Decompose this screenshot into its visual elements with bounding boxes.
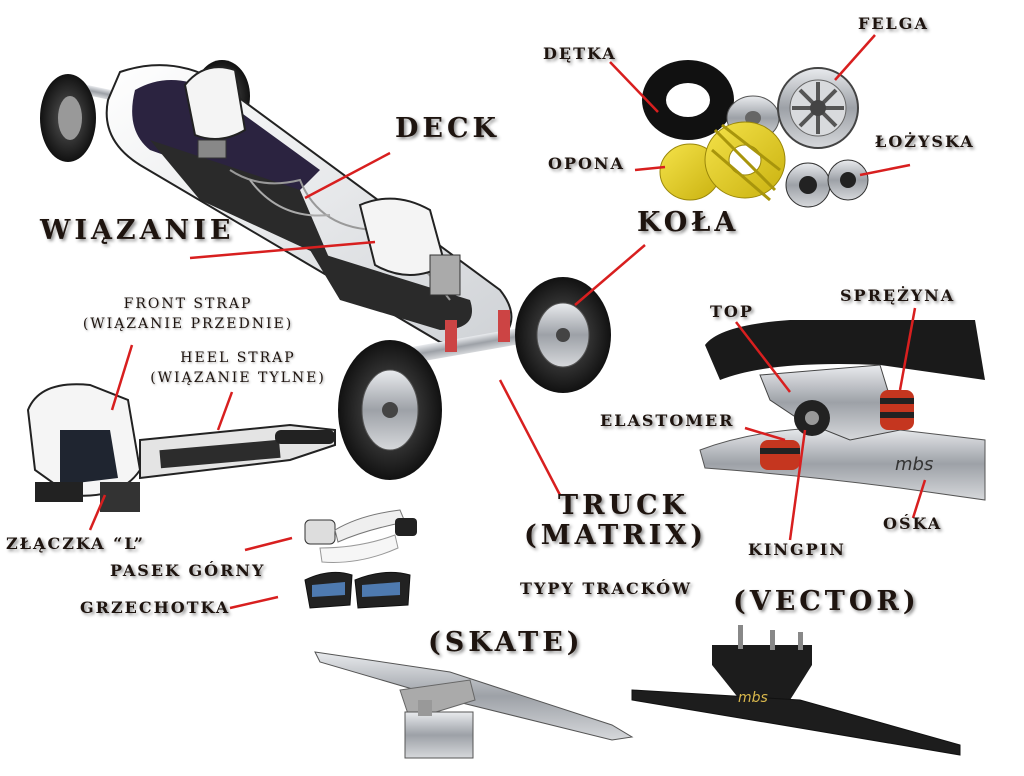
label-heel-strap: HEEL STRAP [180,350,296,366]
label-skate: (SKATE) [428,627,584,658]
label-detka: DĘTKA [543,44,617,63]
label-deck: DECK [395,113,500,144]
inner-tube-icon [642,60,734,140]
label-front-strap-pl: (WIĄZANIE PRZEDNIE) [82,316,294,332]
strap-icon [139,423,336,480]
label-sprezyna: SPRĘŻYNA [840,286,956,305]
label-lozyska: ŁOŻYSKA [875,132,975,151]
label-kola: KOŁA [637,207,740,238]
bearing-icon [785,159,869,208]
binding-icon [26,383,142,512]
label-typy-truckow: TYPY TRACKÓW [520,579,693,598]
leader-lines [88,34,927,610]
label-pasek-gorny: PASEK GÓRNY [110,561,266,580]
ratchet-icon [304,571,411,609]
label-felga: FELGA [858,14,929,33]
yellow-tire-icon [659,121,786,202]
label-opona: OPONA [548,154,625,173]
label-zlaczka: ZŁĄCZKA “L” [6,534,145,553]
board-binding-rear [183,66,247,159]
truck-detail-illustration: mbs [699,320,986,501]
truck-icon [314,651,634,759]
label-vector: (VECTOR) [733,586,920,617]
svg-text:mbs: mbs [895,454,933,475]
label-oska: OŚKA [883,514,943,533]
label-heel-strap-pl: (WIĄZANIE TYLNE) [150,370,326,386]
mountainboard-illustration [40,60,611,480]
label-grzechotka: GRZECHOTKA [80,598,231,617]
front-wheels [338,277,611,480]
vector-truck-icon: mbs [631,625,961,756]
label-elastomer: ELASTOMER [600,411,735,430]
top-strap-icon [304,509,417,563]
board-binding-front [358,197,461,296]
label-front-strap: FRONT STRAP [123,296,253,312]
label-wiazanie: WIĄZANIE [40,215,235,246]
label-kingpin: KINGPIN [748,540,846,559]
label-truck-model: (MATRIX) [524,520,708,551]
svg-text:mbs: mbs [738,690,768,706]
label-truck: TRUCK [558,490,690,521]
label-top: TOP [710,302,754,321]
